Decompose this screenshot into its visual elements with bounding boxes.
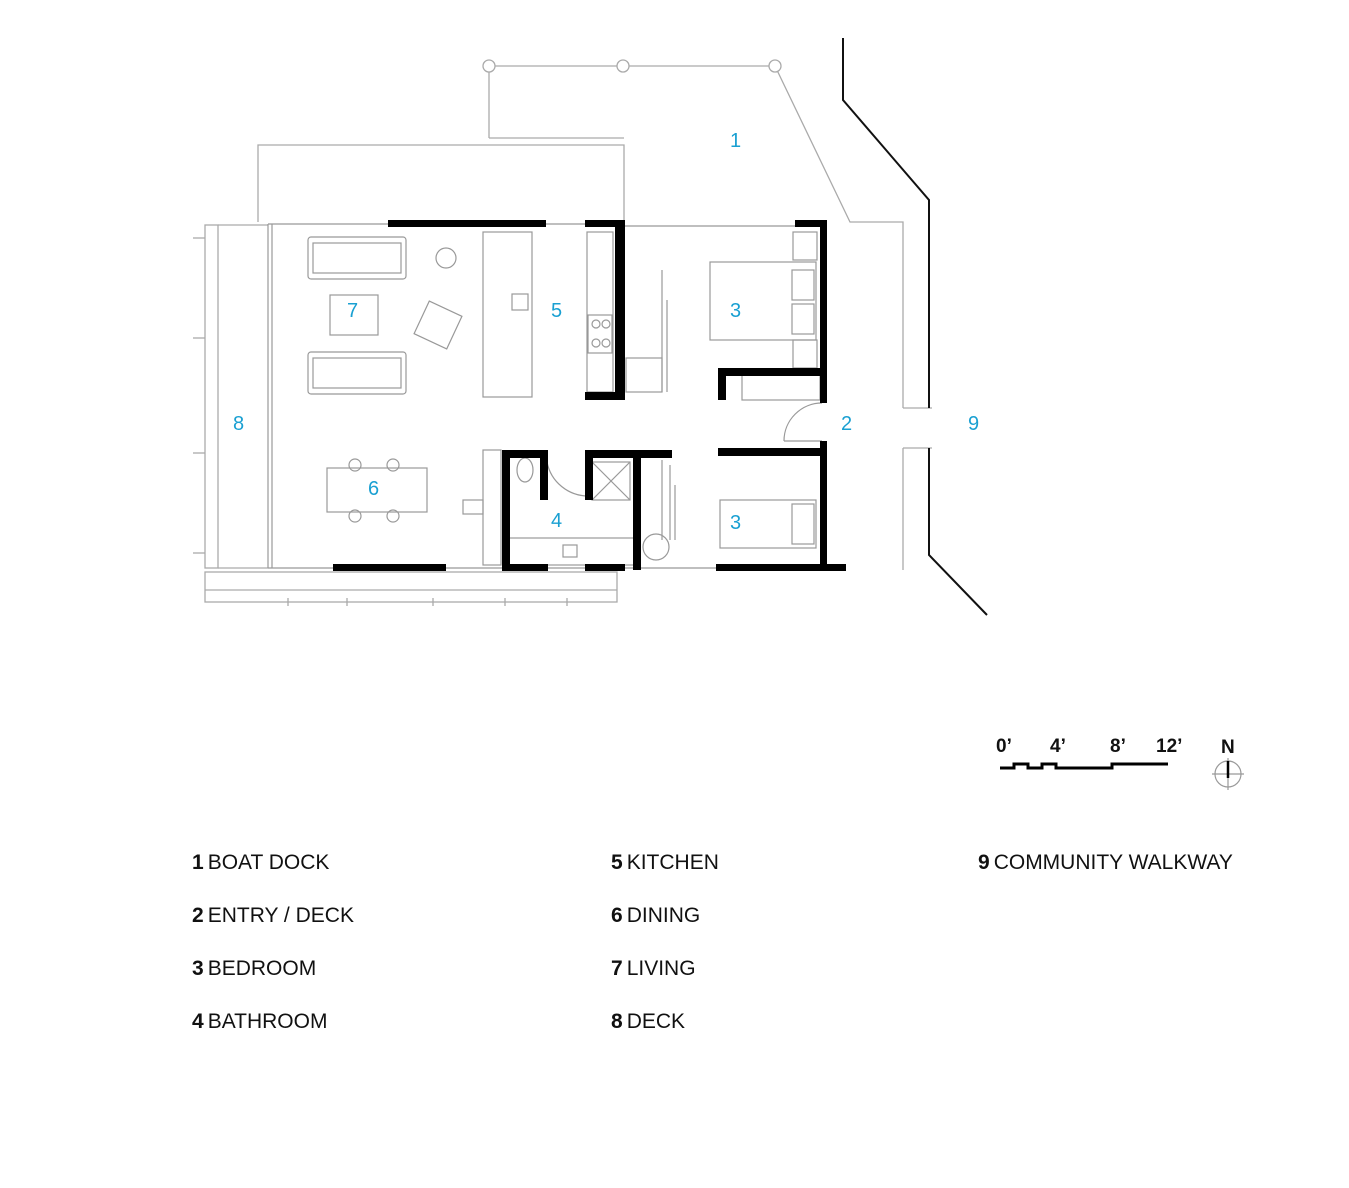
legend-number: 8 [611, 1010, 623, 1033]
legend-number: 4 [192, 1010, 204, 1033]
scale-bar-graphic [1000, 762, 1168, 770]
legend-label: BEDROOM [207, 957, 317, 980]
room-number-deck: 8 [233, 413, 244, 435]
legend-number: 7 [611, 957, 623, 980]
room-number-bedroom-b: 3 [730, 512, 741, 534]
walkway-edge-lower [928, 448, 988, 616]
room-number-dining: 6 [368, 478, 379, 500]
legend-number: 6 [611, 904, 623, 927]
legend-label: DINING [626, 904, 701, 927]
walkway-edge [842, 38, 930, 408]
scale-label-8: 8’ [1110, 736, 1126, 757]
room-number-bedroom-a: 3 [730, 300, 741, 322]
legend-label: DECK [626, 1010, 686, 1033]
scale-label-12: 12’ [1156, 736, 1183, 757]
deck-outline [193, 224, 618, 606]
room-number-boat-dock: 1 [730, 130, 741, 152]
scale-label-4: 4’ [1050, 736, 1066, 757]
legend-label: KITCHEN [626, 851, 719, 874]
legend-label: COMMUNITY WALKWAY [993, 851, 1233, 874]
scale-label-0: 0’ [996, 736, 1012, 757]
legend-number: 5 [611, 851, 623, 874]
boat-dock-outline [257, 59, 932, 570]
legend-number: 3 [192, 957, 204, 980]
room-number-labels: 1 2 3 3 4 5 6 7 8 9 [233, 130, 979, 534]
compass-north-icon [1212, 758, 1244, 790]
room-number-bathroom: 4 [551, 510, 562, 532]
room-number-walkway: 9 [968, 413, 979, 435]
furniture [307, 231, 823, 561]
legend-number: 9 [978, 851, 990, 874]
walls [333, 220, 846, 571]
legend-number: 2 [192, 904, 204, 927]
room-number-living: 7 [347, 300, 358, 322]
legend-label: BATHROOM [207, 1010, 328, 1033]
legend-label: BOAT DOCK [207, 851, 330, 874]
north-label: N [1221, 737, 1235, 758]
room-number-entry-deck: 2 [841, 413, 852, 435]
room-number-kitchen: 5 [551, 300, 562, 322]
legend-label: ENTRY / DECK [207, 904, 354, 927]
legend-label: LIVING [626, 957, 696, 980]
legend-number: 1 [192, 851, 204, 874]
floor-plan-drawing: 1 2 3 3 4 5 6 7 8 9 [193, 38, 988, 616]
